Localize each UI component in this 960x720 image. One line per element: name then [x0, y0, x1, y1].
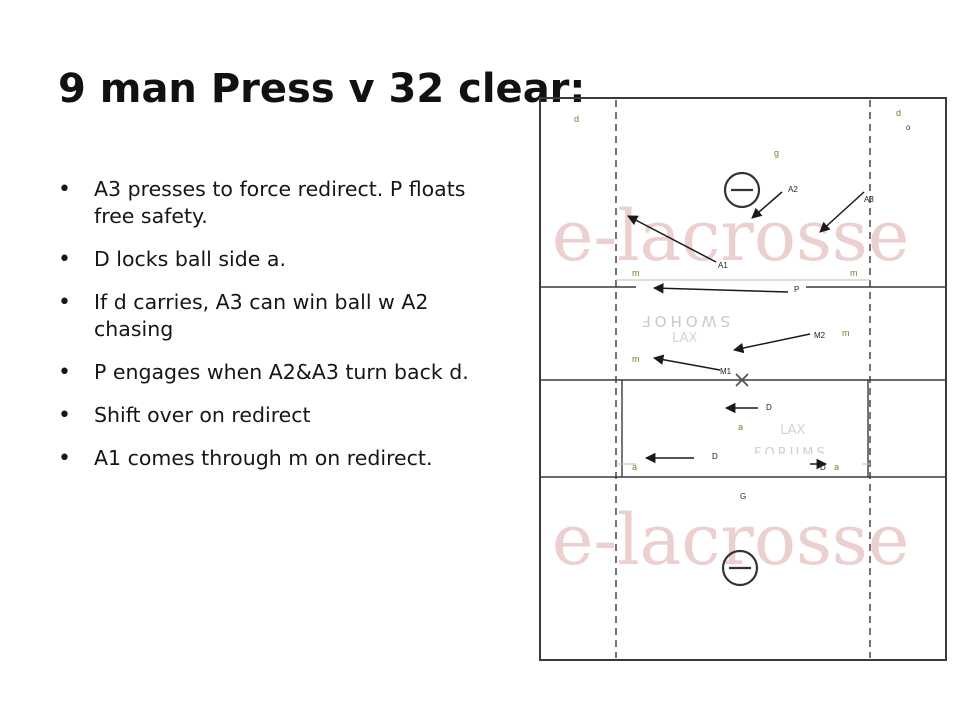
- offense-labels: d d o g m m m m a a a: [574, 108, 911, 472]
- player-M1: M1: [720, 367, 732, 376]
- player-M2: M2: [814, 331, 826, 340]
- player-D-mid: D: [766, 403, 772, 412]
- player-A2: A2: [788, 185, 798, 194]
- bullet-item: D locks ball side a.: [58, 246, 488, 273]
- player-d-top-right: d: [896, 108, 901, 118]
- player-A1: A1: [718, 261, 728, 270]
- watermark-lax-top: LAX: [672, 331, 697, 346]
- bullet-item: If d carries, A3 can win ball w A2 chasi…: [58, 289, 488, 343]
- defense-labels: A2 A3 A1 P M2 M1 D D D G: [712, 185, 874, 501]
- slide-title: 9 man Press v 32 clear:: [58, 66, 586, 112]
- ball-o: o: [906, 123, 911, 132]
- lacrosse-field-diagram: e-lacrosse SWOHOF LAX LAX FORUMS e-lacro…: [530, 92, 954, 664]
- player-P: P: [794, 285, 799, 294]
- player-A3: A3: [864, 195, 874, 204]
- center-x-mark: [735, 373, 749, 387]
- movement-arrows: [627, 191, 865, 470]
- bullet-item: P engages when A2&A3 turn back d.: [58, 359, 488, 386]
- player-m-left-1: m: [632, 268, 640, 278]
- watermark-top: e-lacrosse: [552, 195, 909, 277]
- player-D-right: D: [820, 463, 826, 472]
- player-g-top: g: [774, 148, 779, 158]
- restraining-gap-top: [636, 282, 806, 291]
- bullet-list: A3 presses to force redirect. P floats f…: [58, 176, 488, 488]
- player-m-right-2: m: [842, 328, 850, 338]
- restraining-gap-bottom: [636, 454, 862, 468]
- player-a-mid: a: [738, 422, 743, 432]
- watermark-lax-mid: LAX: [780, 423, 805, 438]
- goal-crease-bottom: [721, 549, 759, 587]
- player-m-left-2: m: [632, 354, 640, 364]
- watermark-forums-mirrored: SWOHOF: [638, 312, 730, 330]
- bullet-item: A1 comes through m on redirect.: [58, 445, 488, 472]
- bullet-item: A3 presses to force redirect. P floats f…: [58, 176, 488, 230]
- player-G: G: [740, 492, 746, 501]
- player-D-left: D: [712, 452, 718, 461]
- player-a-right: a: [834, 462, 839, 472]
- bullet-item: Shift over on redirect: [58, 402, 488, 429]
- player-d-top-left: d: [574, 114, 579, 124]
- svg-text:e-lacrosse: e-lacrosse: [552, 195, 909, 277]
- player-m-right-1: m: [850, 268, 858, 278]
- player-a-left: a: [632, 462, 637, 472]
- field-svg: e-lacrosse SWOHOF LAX LAX FORUMS e-lacro…: [539, 97, 947, 661]
- goal-crease-top: [723, 171, 761, 209]
